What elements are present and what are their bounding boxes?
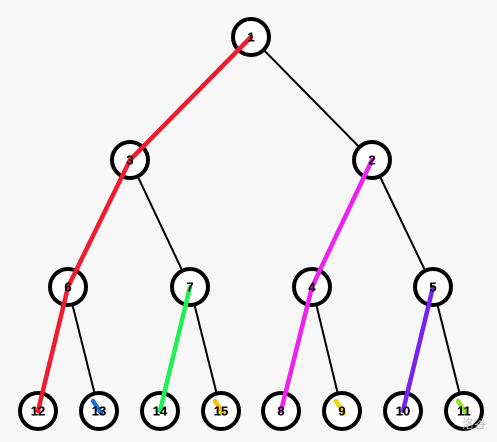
highlight-path-2 (90, 398, 104, 416)
node-label-8: 8 (277, 404, 284, 419)
node-label-14: 14 (153, 404, 168, 419)
watermark-text: 洛谷 (462, 416, 486, 431)
edges-layer (37, 36, 465, 412)
highlight-path-3 (157, 284, 193, 414)
edge-7-15 (189, 286, 222, 412)
highlight-path-8 (455, 398, 469, 416)
edge-3-7 (129, 159, 191, 288)
edge-6-13 (67, 286, 100, 412)
node-label-7: 7 (186, 280, 193, 295)
node-label-5: 5 (429, 280, 436, 295)
highlight-path-4 (212, 398, 226, 416)
edge-5-11 (432, 286, 465, 412)
node-label-10: 10 (396, 404, 410, 419)
node-label-12: 12 (31, 404, 45, 419)
node-label-9: 9 (338, 404, 345, 419)
node-label-6: 6 (64, 280, 71, 295)
highlight-path-5 (278, 157, 375, 414)
node-label-1: 1 (247, 30, 254, 45)
highlight-path-6 (333, 398, 347, 416)
node-label-11: 11 (457, 404, 471, 419)
edge-4-9 (311, 286, 343, 412)
node-label-15: 15 (214, 404, 228, 419)
highlight-path-1 (35, 34, 254, 414)
node-label-13: 13 (92, 404, 106, 419)
node-label-4: 4 (308, 280, 316, 295)
edge-2-5 (371, 159, 434, 288)
edge-1-2 (250, 36, 373, 161)
node-label-3: 3 (126, 153, 133, 168)
highlight-path-7 (400, 284, 436, 414)
highlight-paths-layer (35, 34, 469, 416)
node-label-2: 2 (368, 153, 375, 168)
